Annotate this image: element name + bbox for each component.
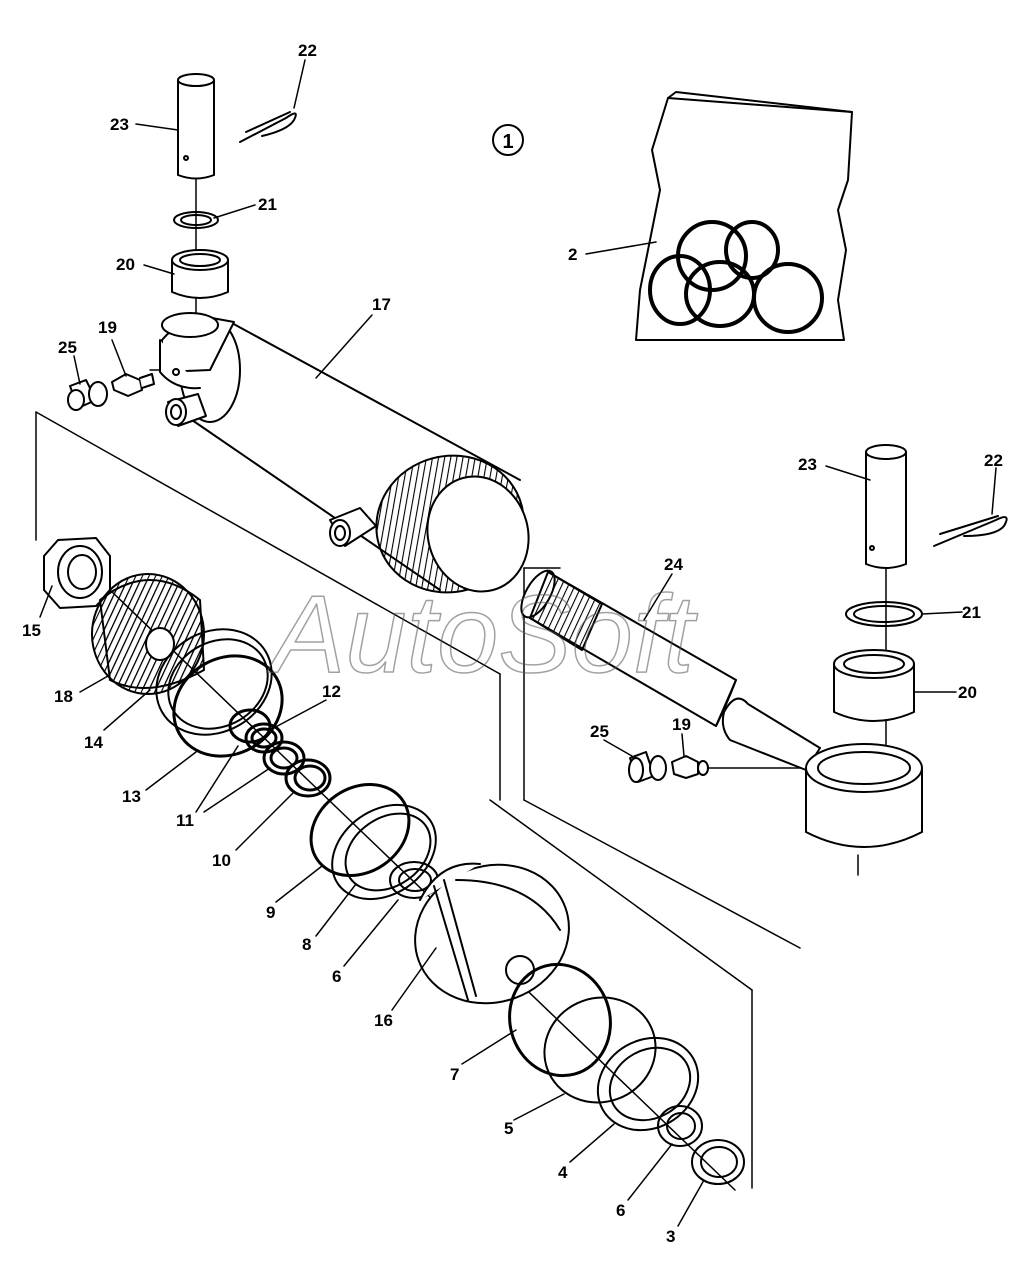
callout-19-right: 19 [672, 715, 691, 734]
callout-6-lower: 6 [616, 1201, 625, 1220]
callout-5: 5 [504, 1119, 513, 1138]
assembly-number: 1 [502, 131, 513, 153]
callout-25-right: 25 [590, 722, 609, 741]
callout-20-top: 20 [116, 255, 135, 274]
nut-15 [43, 537, 111, 609]
ring-4 [596, 1036, 700, 1132]
callout-17: 17 [372, 295, 391, 314]
piston-16 [414, 862, 570, 1005]
pin-23-top [177, 73, 215, 180]
bushing-20-top [171, 249, 229, 299]
grease-fitting-19-right [671, 755, 709, 779]
assembly-number-badge: 1 [492, 124, 524, 156]
callout-21-right: 21 [962, 603, 981, 622]
watermark: AutoSoft [266, 573, 698, 696]
callout-8: 8 [302, 935, 311, 954]
o-rings-2 [648, 220, 824, 334]
callout-19-top: 19 [98, 318, 117, 337]
callout-16: 16 [374, 1011, 393, 1030]
callout-4: 4 [558, 1163, 568, 1182]
callout-10: 10 [212, 851, 231, 870]
leader-lines [39, 59, 997, 1227]
oring-9 [309, 782, 411, 878]
callout-21-top: 21 [258, 195, 277, 214]
rod-eye [805, 743, 923, 848]
cotter-pin-22-top [239, 111, 297, 143]
seals-11 [228, 708, 306, 776]
washer-21-top [173, 211, 219, 229]
seal-bag-2 [635, 91, 853, 341]
cotter-pin-22-right [933, 515, 1008, 547]
gland-18 [91, 573, 205, 695]
callout-22-right: 22 [984, 451, 1003, 470]
grease-fitting-19-top [111, 373, 155, 397]
callout-15: 15 [22, 621, 41, 640]
piston-rod-24 [520, 569, 821, 771]
ring-5 [543, 996, 657, 1104]
cylinder-barrel-17 [159, 312, 530, 594]
ring-3 [691, 1139, 745, 1185]
washer-21-right [845, 601, 923, 627]
callout-14: 14 [84, 733, 103, 752]
callout-20-right: 20 [958, 683, 977, 702]
cap-25-top [67, 379, 108, 411]
callout-2: 2 [568, 245, 577, 264]
callout-7: 7 [450, 1065, 459, 1084]
piston-kit-frame [35, 411, 753, 1189]
callout-25-top: 25 [58, 338, 77, 357]
callout-labels: 22 23 21 20 19 25 17 2 23 22 24 21 20 25… [22, 41, 1003, 1246]
callout-12: 12 [322, 682, 341, 701]
callout-18: 18 [54, 687, 73, 706]
callout-9: 9 [266, 903, 275, 922]
seal-10 [284, 758, 332, 798]
callout-6-upper: 6 [332, 967, 341, 986]
seal-6-lower [657, 1105, 703, 1147]
callout-13: 13 [122, 787, 141, 806]
callout-24: 24 [664, 555, 683, 574]
pin-23-right [865, 444, 907, 569]
ring-8 [331, 803, 437, 901]
bushing-20-right [833, 649, 915, 722]
callout-11: 11 [176, 811, 194, 830]
cap-25-right [628, 751, 667, 783]
callout-22-top: 22 [298, 41, 317, 60]
callout-3: 3 [666, 1227, 675, 1246]
callout-23-top: 23 [110, 115, 129, 134]
callout-23-right: 23 [798, 455, 817, 474]
